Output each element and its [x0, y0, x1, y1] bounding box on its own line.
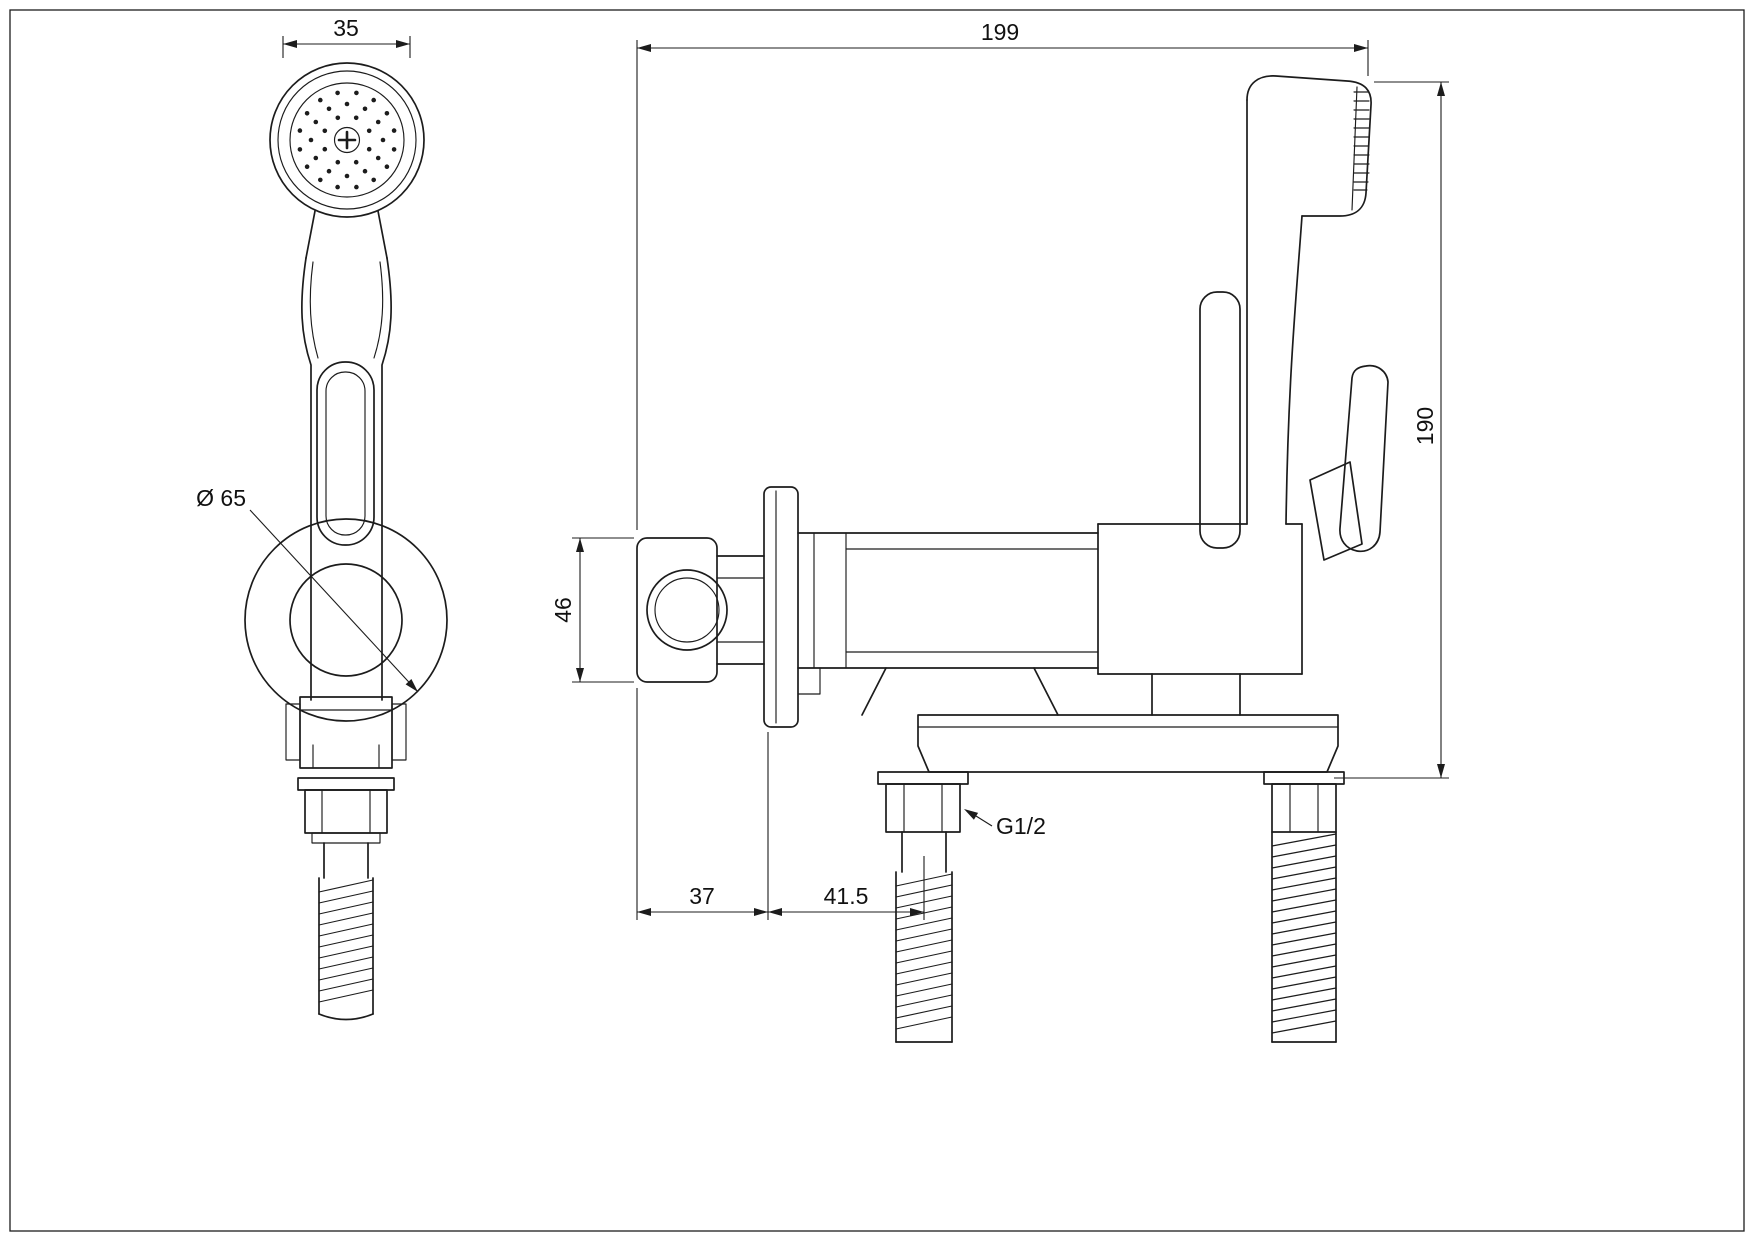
hose-connector-front [297, 777, 395, 844]
wall-plate-side [763, 486, 799, 728]
holder-clip-side [1199, 291, 1241, 549]
wall-holder-front [244, 518, 448, 722]
water-inlet-side [636, 537, 765, 683]
dim-inlet-height-label: 46 [550, 597, 576, 623]
outlet-nut-right [1263, 771, 1345, 833]
side-view: 199 190 46 37 [550, 19, 1449, 1043]
outlet-nut-left [877, 771, 969, 833]
body-tube-side [797, 532, 1099, 716]
spray-face-hatching [1353, 91, 1370, 191]
lever-pivot-side [1309, 461, 1363, 561]
bracket-front [285, 696, 407, 769]
dim-head-width: 35 [282, 15, 411, 58]
mounting-bar-side [917, 714, 1339, 773]
hose-left-side [895, 831, 953, 1043]
trigger-lever-front [316, 361, 375, 546]
sprayer-body-front [301, 210, 392, 701]
dim-overall-height: 190 [1334, 81, 1449, 779]
drawing-border [9, 9, 1745, 1232]
dim-holder-diameter-label: Ø 65 [196, 485, 246, 511]
hose-front [318, 842, 374, 1021]
valve-lever-side [1339, 364, 1389, 553]
spray-nozzle-dots [297, 90, 397, 190]
label-thread: G1/2 [964, 809, 1046, 839]
dim-wall-offset-label: 37 [689, 883, 715, 909]
spray-head-side [1246, 75, 1372, 217]
dim-overall-height-label: 190 [1412, 407, 1438, 445]
dim-outlet-offset-label: 41.5 [824, 883, 869, 909]
dim-overall-width: 199 [636, 19, 1369, 530]
front-view: 35 Ø 65 [196, 15, 448, 1021]
dim-wall-offset: 37 41.5 [636, 688, 925, 920]
screw-cross-icon [337, 130, 357, 150]
dim-holder-diameter: Ø 65 [196, 485, 419, 693]
hose-right-side [1271, 831, 1337, 1043]
sprayer-side [1097, 75, 1389, 716]
dim-overall-width-label: 199 [981, 19, 1019, 45]
spray-head-front [269, 62, 425, 218]
thread-size-label: G1/2 [996, 813, 1046, 839]
dim-head-width-label: 35 [333, 15, 359, 41]
dim-inlet-height: 46 [550, 537, 634, 683]
